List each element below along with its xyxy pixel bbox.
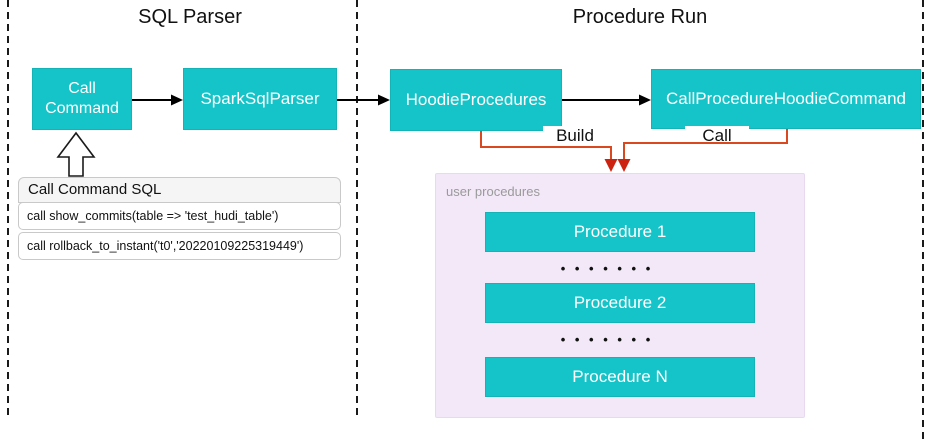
procedure-2-box: Procedure 2 xyxy=(485,283,755,323)
node-sparksqlparser: SparkSqlParser xyxy=(183,68,337,130)
node-callprocedurehoodiecommand-label: CallProcedureHoodieCommand xyxy=(665,88,906,108)
sql-panel-header: Call Command SQL xyxy=(18,177,341,203)
node-sparksqlparser-label: SparkSqlParser xyxy=(200,88,320,108)
section-title-sql-parser: SQL Parser xyxy=(138,6,242,28)
ellipsis-row-1: • • • • • • • xyxy=(560,261,654,276)
arrowhead-down-call-icon xyxy=(617,159,631,172)
arrowhead-right-icon xyxy=(639,94,651,106)
node-hoodieprocedures: HoodieProcedures xyxy=(390,69,562,131)
user-procedures-label: user procedures xyxy=(446,184,540,199)
node-call-command-label: Call Command xyxy=(45,80,119,117)
section-divider-left xyxy=(7,0,9,417)
procedure-2-label: Procedure 2 xyxy=(573,293,667,312)
node-callprocedurehoodiecommand: CallProcedureHoodieCommand xyxy=(651,69,921,129)
edge-label-build: Build xyxy=(543,126,607,146)
sql-row-rollback-to-instant: call rollback_to_instant('t0','202201092… xyxy=(18,232,341,260)
section-divider-right xyxy=(922,0,924,441)
procedure-n-box: Procedure N xyxy=(485,357,755,397)
section-divider-middle xyxy=(356,0,358,416)
procedure-1-label: Procedure 1 xyxy=(573,222,667,241)
ellipsis-row-2: • • • • • • • xyxy=(560,332,654,347)
arrowhead-down-build-icon xyxy=(604,159,618,172)
node-call-command: Call Command xyxy=(32,68,132,130)
block-up-arrow-icon xyxy=(56,131,96,177)
arrowhead-right-icon xyxy=(378,94,390,106)
procedure-n-label: Procedure N xyxy=(572,367,668,386)
arrowhead-right-icon xyxy=(171,94,183,106)
section-title-procedure-run: Procedure Run xyxy=(572,6,708,28)
procedure-1-box: Procedure 1 xyxy=(485,212,755,252)
edge-label-call: Call xyxy=(685,126,749,146)
node-hoodieprocedures-label: HoodieProcedures xyxy=(405,89,547,109)
sql-row-show-commits: call show_commits(table => 'test_hudi_ta… xyxy=(18,202,341,230)
